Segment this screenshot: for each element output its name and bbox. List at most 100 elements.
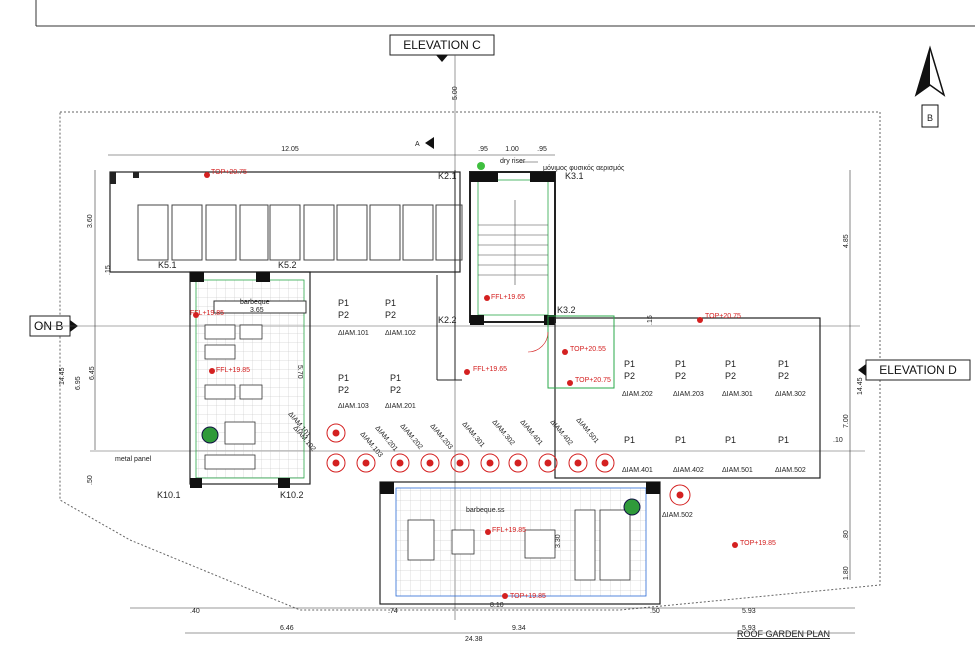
svg-text:.10: .10 [833, 437, 843, 444]
svg-text:.15: .15 [105, 265, 112, 275]
svg-text:5.00: 5.00 [452, 86, 459, 100]
svg-text:ΔΙΑΜ.502: ΔΙΑΜ.502 [662, 512, 693, 519]
svg-text:ΔΙΑΜ.501: ΔΙΑΜ.501 [722, 467, 753, 474]
svg-text:TOP+19.85: TOP+19.85 [510, 593, 546, 600]
elevation-c-tag: ELEVATION C [389, 34, 495, 62]
svg-text:P1: P1 [385, 298, 396, 308]
svg-text:K3.2: K3.2 [557, 305, 576, 315]
svg-text:TOP+20.75: TOP+20.75 [705, 313, 741, 320]
svg-text:K2.1: K2.1 [438, 171, 457, 181]
svg-text:.50: .50 [87, 475, 94, 485]
svg-text:ΔΙΑΜ.501: ΔΙΑΜ.501 [574, 417, 599, 445]
svg-text:ELEVATION C: ELEVATION C [403, 38, 481, 52]
svg-text:.40: .40 [190, 608, 200, 615]
svg-text:ΔΙΑΜ.301: ΔΙΑΜ.301 [722, 391, 753, 398]
svg-text:24.38: 24.38 [465, 636, 483, 643]
svg-text:TOP+20.55: TOP+20.55 [570, 346, 606, 353]
svg-text:TOP+19.85: TOP+19.85 [740, 540, 776, 547]
level-markers: TOP+20.75 TOP+20.75 TOP+20.55 TOP+20.75 … [190, 169, 776, 600]
svg-text:ΔΙΑΜ.401: ΔΙΑΜ.401 [518, 419, 543, 447]
svg-text:ΔΙΑΜ.402: ΔΙΑΜ.402 [548, 419, 573, 447]
svg-text:ΔΙΑΜ.203: ΔΙΑΜ.203 [673, 391, 704, 398]
svg-text:P2: P2 [778, 371, 789, 381]
svg-text:metal panel: metal panel [115, 456, 152, 463]
svg-text:ΔΙΑΜ.401: ΔΙΑΜ.401 [622, 467, 653, 474]
svg-text:K10.2: K10.2 [280, 490, 304, 500]
svg-text:TOP+20.75: TOP+20.75 [575, 377, 611, 384]
svg-text:8.10: 8.10 [490, 602, 504, 609]
svg-text:3.30: 3.30 [555, 534, 562, 548]
svg-text:.95: .95 [537, 146, 547, 153]
tree-icon [201, 426, 219, 444]
plan-title: ROOF GARDEN PLAN [737, 629, 830, 639]
svg-text:K3.1: K3.1 [565, 171, 584, 181]
svg-text:barbeque: barbeque [240, 299, 270, 306]
svg-text:P1: P1 [624, 359, 635, 369]
svg-text:14.45: 14.45 [59, 367, 66, 385]
svg-text:P1: P1 [338, 373, 349, 383]
svg-text:P1: P1 [675, 359, 686, 369]
svg-text:P1: P1 [338, 298, 349, 308]
svg-text:P1: P1 [624, 435, 635, 445]
tree-icon [623, 498, 641, 516]
svg-text:12.05: 12.05 [281, 146, 299, 153]
svg-text:K2.2: K2.2 [438, 315, 457, 325]
roof-panels [137, 204, 463, 261]
svg-text:.80: .80 [843, 530, 850, 540]
svg-text:dry riser: dry riser [500, 158, 526, 165]
svg-text:1.00: 1.00 [505, 146, 519, 153]
svg-text:7.00: 7.00 [843, 414, 850, 428]
svg-text:5.93: 5.93 [742, 608, 756, 615]
svg-text:ΔΙΑΜ.102: ΔΙΑΜ.102 [385, 330, 416, 337]
svg-text:P1: P1 [778, 359, 789, 369]
svg-text:P2: P2 [338, 310, 349, 320]
svg-text:.74: .74 [388, 608, 398, 615]
svg-text:ΔΙΑΜ.103: ΔΙΑΜ.103 [338, 403, 369, 410]
svg-text:P1: P1 [725, 435, 736, 445]
svg-text:1.80: 1.80 [843, 566, 850, 580]
svg-text:ΔΙΑΜ.201: ΔΙΑΜ.201 [385, 403, 416, 410]
svg-text:P2: P2 [725, 371, 736, 381]
svg-text:6.95: 6.95 [75, 376, 82, 390]
svg-text:ΔΙΑΜ.202: ΔΙΑΜ.202 [398, 423, 423, 451]
svg-text:K10.1: K10.1 [157, 490, 181, 500]
svg-text:FFL+19.85: FFL+19.85 [492, 527, 526, 534]
svg-text:P2: P2 [624, 371, 635, 381]
svg-text:P1: P1 [778, 435, 789, 445]
svg-text:P2: P2 [385, 310, 396, 320]
svg-text:TOP+20.75: TOP+20.75 [211, 169, 247, 176]
svg-text:K5.1: K5.1 [158, 260, 177, 270]
svg-text:.50: .50 [650, 608, 660, 615]
elevation-d-tag: ELEVATION D [858, 359, 971, 381]
svg-text:.15: .15 [647, 315, 654, 325]
svg-text:6.45: 6.45 [89, 366, 96, 380]
svg-text:A: A [415, 141, 420, 148]
north-arrow-icon: B [914, 45, 946, 128]
svg-text:ΔΙΑΜ.202: ΔΙΑΜ.202 [622, 391, 653, 398]
svg-text:ΔΙΑΜ.203: ΔΙΑΜ.203 [428, 423, 453, 451]
svg-text:FFL+19.85: FFL+19.85 [190, 310, 224, 317]
svg-text:ΔΙΑΜ.302: ΔΙΑΜ.302 [775, 391, 806, 398]
svg-text:P2: P2 [390, 385, 401, 395]
svg-text:.95: .95 [478, 146, 488, 153]
svg-text:P1: P1 [725, 359, 736, 369]
svg-text:5.70: 5.70 [296, 365, 303, 379]
svg-text:ELEVATION D: ELEVATION D [879, 363, 957, 377]
section-a-marker: A [415, 137, 434, 149]
svg-text:barbeque.ss: barbeque.ss [466, 507, 505, 514]
svg-text:K5.2: K5.2 [278, 260, 297, 270]
svg-text:4.85: 4.85 [843, 234, 850, 248]
svg-text:3.60: 3.60 [87, 214, 94, 228]
dry-riser-icon [477, 162, 485, 170]
svg-text:B: B [927, 113, 933, 123]
unit-group-right: P1 P2 P1 P2 P1 P2 P1 P2 ΔΙΑΜ.202 ΔΙΑΜ.20… [622, 359, 806, 474]
svg-text:FFL+19.65: FFL+19.65 [473, 366, 507, 373]
outdoor-furniture [204, 324, 263, 470]
svg-text:5.93: 5.93 [742, 625, 756, 632]
svg-text:μόνιμος φυσικός αερισμός: μόνιμος φυσικός αερισμός [543, 164, 625, 172]
svg-text:P2: P2 [338, 385, 349, 395]
svg-text:FFL+19.65: FFL+19.65 [491, 294, 525, 301]
svg-text:FFL+19.85: FFL+19.85 [216, 367, 250, 374]
svg-text:ΔΙΑΜ.302: ΔΙΑΜ.302 [490, 419, 515, 447]
